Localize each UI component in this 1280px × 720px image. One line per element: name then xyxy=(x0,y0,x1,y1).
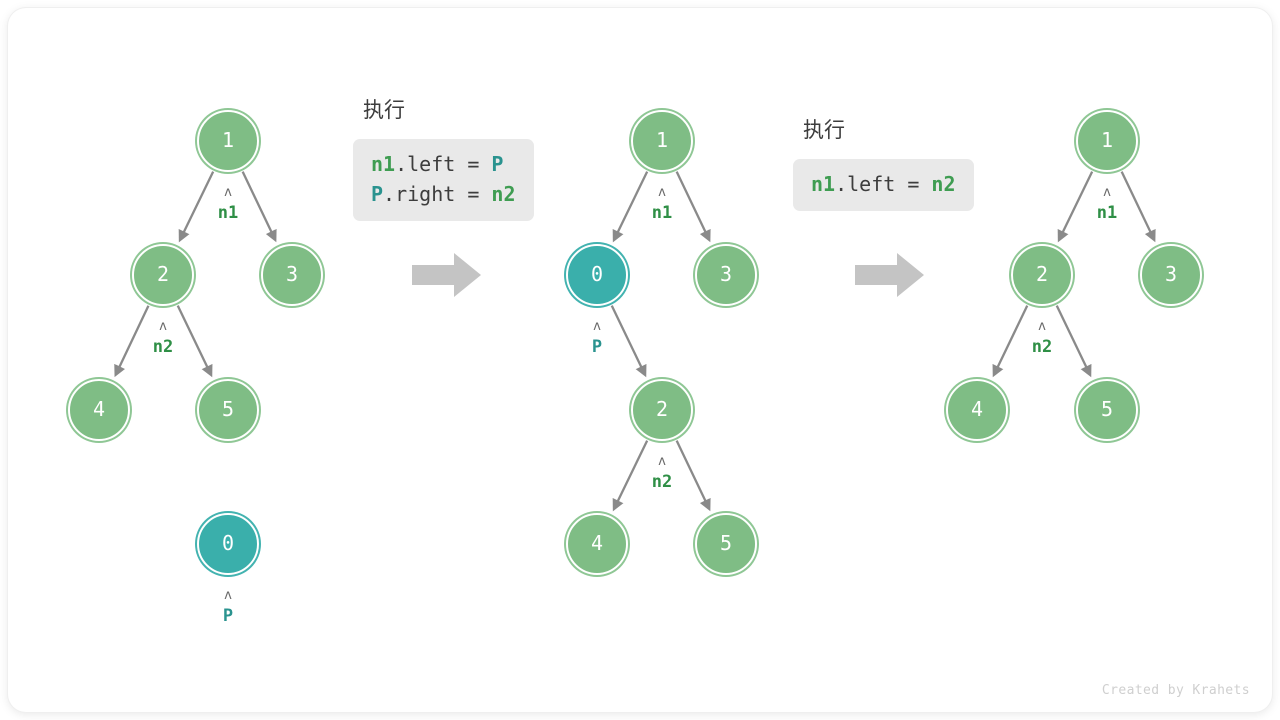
step-caption-2: 执行 xyxy=(803,118,845,142)
pointer-label: ʌ n1 xyxy=(632,186,692,222)
caret-icon: ʌ xyxy=(658,454,666,469)
tree-node-value: 3 xyxy=(719,262,733,286)
pointer-label-text: n2 xyxy=(651,472,673,492)
code-line: n1.left = P xyxy=(371,149,516,179)
pointer-label-text: n2 xyxy=(1031,337,1053,357)
code-token: n1 xyxy=(811,172,836,196)
code-token: .right = xyxy=(383,182,492,206)
caret-icon: ʌ xyxy=(658,185,666,200)
pointer-label-text: n1 xyxy=(651,203,673,223)
tree-node: 2 xyxy=(1011,244,1073,306)
tree-node: 1 xyxy=(1076,110,1138,172)
tree-node-value: 4 xyxy=(92,397,106,421)
tree-node: 2 xyxy=(631,379,693,441)
tree-node-value: 1 xyxy=(655,128,669,152)
tree-node: 4 xyxy=(946,379,1008,441)
caret-icon: ʌ xyxy=(159,319,167,334)
code-line: n1.left = n2 xyxy=(811,169,956,199)
tree-node-value: 4 xyxy=(970,397,984,421)
caret-icon: ʌ xyxy=(1038,319,1046,334)
pointer-label-text: P xyxy=(222,606,234,626)
pointer-label: ʌ n2 xyxy=(133,320,193,356)
tree-node: 3 xyxy=(695,244,757,306)
tree-node-value: 0 xyxy=(221,531,235,555)
code-token: .left = xyxy=(395,152,492,176)
caret-icon: ʌ xyxy=(593,319,601,334)
pointer-label-text: P xyxy=(591,337,603,357)
pointer-label-text: n1 xyxy=(1096,203,1118,223)
caret-icon: ʌ xyxy=(224,185,232,200)
code-token: P xyxy=(491,152,504,176)
tree-node-value: 4 xyxy=(590,531,604,555)
pointer-label-text: n1 xyxy=(217,203,239,223)
pointer-label: ʌ n1 xyxy=(1077,186,1137,222)
tree-node-value: 3 xyxy=(1164,262,1178,286)
pointer-label: ʌ n2 xyxy=(1012,320,1072,356)
caret-icon: ʌ xyxy=(1103,185,1111,200)
tree-node: 1 xyxy=(631,110,693,172)
tree-node-value: 1 xyxy=(1100,128,1114,152)
tree-node: 2 xyxy=(132,244,194,306)
tree-node-value: 3 xyxy=(285,262,299,286)
tree-node-value: 5 xyxy=(1100,397,1114,421)
tree-node-value: 2 xyxy=(655,397,669,421)
tree-node: 5 xyxy=(1076,379,1138,441)
pointer-label: ʌ n2 xyxy=(632,455,692,491)
tree-node: 1 xyxy=(197,110,259,172)
code-line: P.right = n2 xyxy=(371,179,516,209)
tree-node-value: 5 xyxy=(221,397,235,421)
tree-node: 3 xyxy=(1140,244,1202,306)
transition-arrow-1 xyxy=(412,252,482,303)
transition-arrow-2 xyxy=(855,252,925,303)
tree-node: 0 xyxy=(197,513,259,575)
credit-label: Created by Krahets xyxy=(1101,683,1250,698)
code-token: .left = xyxy=(835,172,932,196)
code-token: n2 xyxy=(931,172,956,196)
code-token: P xyxy=(371,182,384,206)
tree-node: 3 xyxy=(261,244,323,306)
tree-node: 5 xyxy=(695,513,757,575)
caret-icon: ʌ xyxy=(224,588,232,603)
tree-node-value: 1 xyxy=(221,128,235,152)
tree-node-value: 2 xyxy=(156,262,170,286)
tree-node-value: 5 xyxy=(719,531,733,555)
code-token: n2 xyxy=(491,182,516,206)
tree-node: 0 xyxy=(566,244,628,306)
tree-node: 5 xyxy=(197,379,259,441)
code-token: n1 xyxy=(371,152,396,176)
code-block-step-3: n1.left = n2 xyxy=(793,159,974,211)
step-caption-1: 执行 xyxy=(363,98,405,122)
tree-node: 4 xyxy=(566,513,628,575)
tree-node: 4 xyxy=(68,379,130,441)
pointer-label: ʌ n1 xyxy=(198,186,258,222)
tree-node-value: 2 xyxy=(1035,262,1049,286)
tree-node-value: 0 xyxy=(590,262,604,286)
pointer-label-text: n2 xyxy=(152,337,174,357)
